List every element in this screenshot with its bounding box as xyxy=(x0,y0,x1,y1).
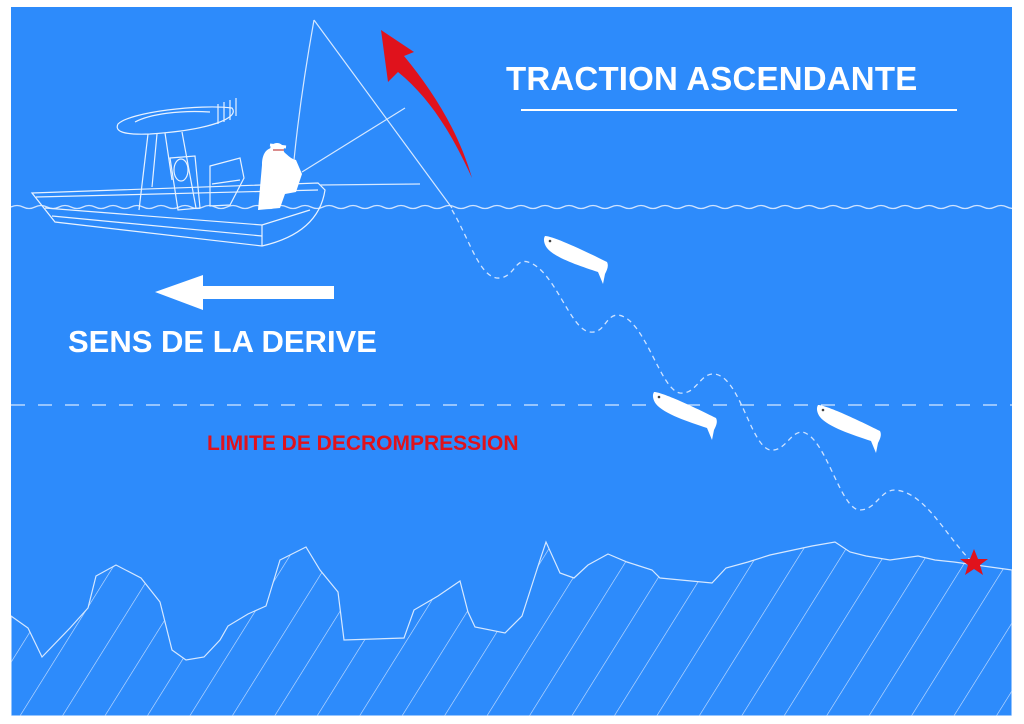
title-underline xyxy=(521,109,957,111)
fishing-rod xyxy=(293,19,453,209)
fish-lure-icon xyxy=(543,236,608,284)
boat-outline-icon xyxy=(30,98,326,247)
star-icon xyxy=(960,549,988,575)
arrow-left-icon xyxy=(155,275,334,310)
drift-direction-label: SENS DE LA DERIVE xyxy=(68,324,377,359)
curved-arrow-up-icon xyxy=(381,30,472,178)
decompression-limit-label: LIMITE DE DECROMPRESSION xyxy=(207,432,519,455)
seabed xyxy=(11,540,1012,716)
fish-lure-icon xyxy=(816,405,881,453)
diagram-title: TRACTION ASCENDANTE xyxy=(506,60,918,97)
angler-icon xyxy=(258,143,302,210)
water-surface-line xyxy=(11,204,1012,210)
diagram-panel xyxy=(11,7,1012,716)
fish-lure-icon xyxy=(652,392,717,440)
lure-trajectory xyxy=(451,209,973,563)
